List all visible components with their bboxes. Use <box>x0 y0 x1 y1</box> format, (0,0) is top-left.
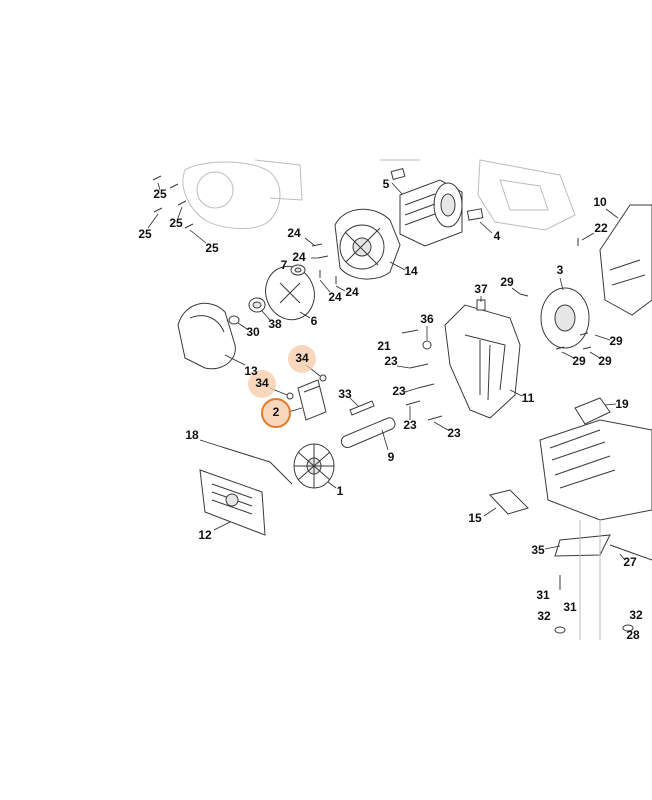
callout-c30: 30 <box>246 325 260 339</box>
callout-c25a: 25 <box>153 187 167 201</box>
highlight-34-upper <box>288 345 316 373</box>
highlight-2-fill <box>262 399 290 427</box>
callout-c23c: 23 <box>403 418 417 432</box>
vane-2 <box>287 379 327 421</box>
frame-11 <box>444 304 523 419</box>
rotor-3 <box>540 277 590 349</box>
callout-c36: 36 <box>420 312 434 326</box>
callout-c35: 35 <box>531 543 545 557</box>
screws-23 <box>396 363 449 431</box>
callout-c31a: 31 <box>536 588 550 602</box>
callout-c18: 18 <box>185 428 199 442</box>
callout-c28: 28 <box>626 628 640 642</box>
pin-33 <box>349 397 375 416</box>
rod-18 <box>199 439 293 485</box>
callout-c23d: 23 <box>447 426 461 440</box>
nut-30 <box>228 315 248 330</box>
cover-13 <box>177 302 246 370</box>
callout-c14: 14 <box>404 264 418 278</box>
highlight-34-lower <box>248 370 276 398</box>
callout-c32a: 32 <box>537 609 551 623</box>
motor-5 <box>390 167 493 247</box>
ghost-assembly-top <box>182 159 576 231</box>
washer-7 <box>290 264 306 276</box>
callout-c37: 37 <box>474 282 488 296</box>
chassis-lower <box>539 397 652 640</box>
impeller-1 <box>293 443 337 489</box>
callout-c10: 10 <box>593 195 607 209</box>
housing-10 <box>599 204 652 316</box>
callout-c21: 21 <box>377 339 391 353</box>
callout-c12: 12 <box>198 528 212 542</box>
washer-38 <box>248 297 271 321</box>
callout-c5: 5 <box>383 177 390 191</box>
callout-c15: 15 <box>468 511 482 525</box>
callout-c34b: 34 <box>255 376 269 390</box>
callout-c6: 6 <box>311 314 318 328</box>
callout-c13: 13 <box>244 364 258 378</box>
callout-c3: 3 <box>557 263 564 277</box>
callout-c38: 38 <box>268 317 282 331</box>
callout-c24b: 24 <box>292 250 306 264</box>
callout-c29c: 29 <box>572 354 586 368</box>
callout-c1: 1 <box>337 484 344 498</box>
callout-c29b: 29 <box>609 334 623 348</box>
small-parts <box>401 232 611 359</box>
callout-c4: 4 <box>494 229 501 243</box>
screws-24 <box>304 237 346 293</box>
shaft-9 <box>340 417 396 451</box>
callout-c24d: 24 <box>345 285 359 299</box>
callout-c27: 27 <box>623 555 637 569</box>
callout-c32b: 32 <box>629 608 643 622</box>
housing-14 <box>334 208 406 280</box>
callout-c29a: 29 <box>500 275 514 289</box>
highlight-2-ring <box>261 398 291 428</box>
callout-c34a: 34 <box>295 351 309 365</box>
callout-c23b: 23 <box>392 384 406 398</box>
screws-25 <box>147 175 207 244</box>
callout-c2: 2 <box>273 405 280 419</box>
callout-c11: 11 <box>522 391 535 405</box>
highlights <box>248 345 316 428</box>
callout-c19: 19 <box>615 397 629 411</box>
callout-c33: 33 <box>338 387 352 401</box>
callout-c25d: 25 <box>205 241 219 255</box>
callout-c22: 22 <box>594 221 608 235</box>
bracket-15 <box>483 489 529 517</box>
callout-c9: 9 <box>388 450 395 464</box>
callout-c25b: 25 <box>138 227 152 241</box>
callout-c24a: 24 <box>287 226 301 240</box>
callout-c7: 7 <box>281 258 288 272</box>
plate-6 <box>265 265 315 321</box>
callout-c24c: 24 <box>328 290 342 304</box>
callout-c29d: 29 <box>598 354 612 368</box>
callout-c23a: 23 <box>384 354 398 368</box>
callout-c25c: 25 <box>169 216 183 230</box>
callout-c31b: 31 <box>563 600 577 614</box>
grille-12 <box>199 469 266 536</box>
